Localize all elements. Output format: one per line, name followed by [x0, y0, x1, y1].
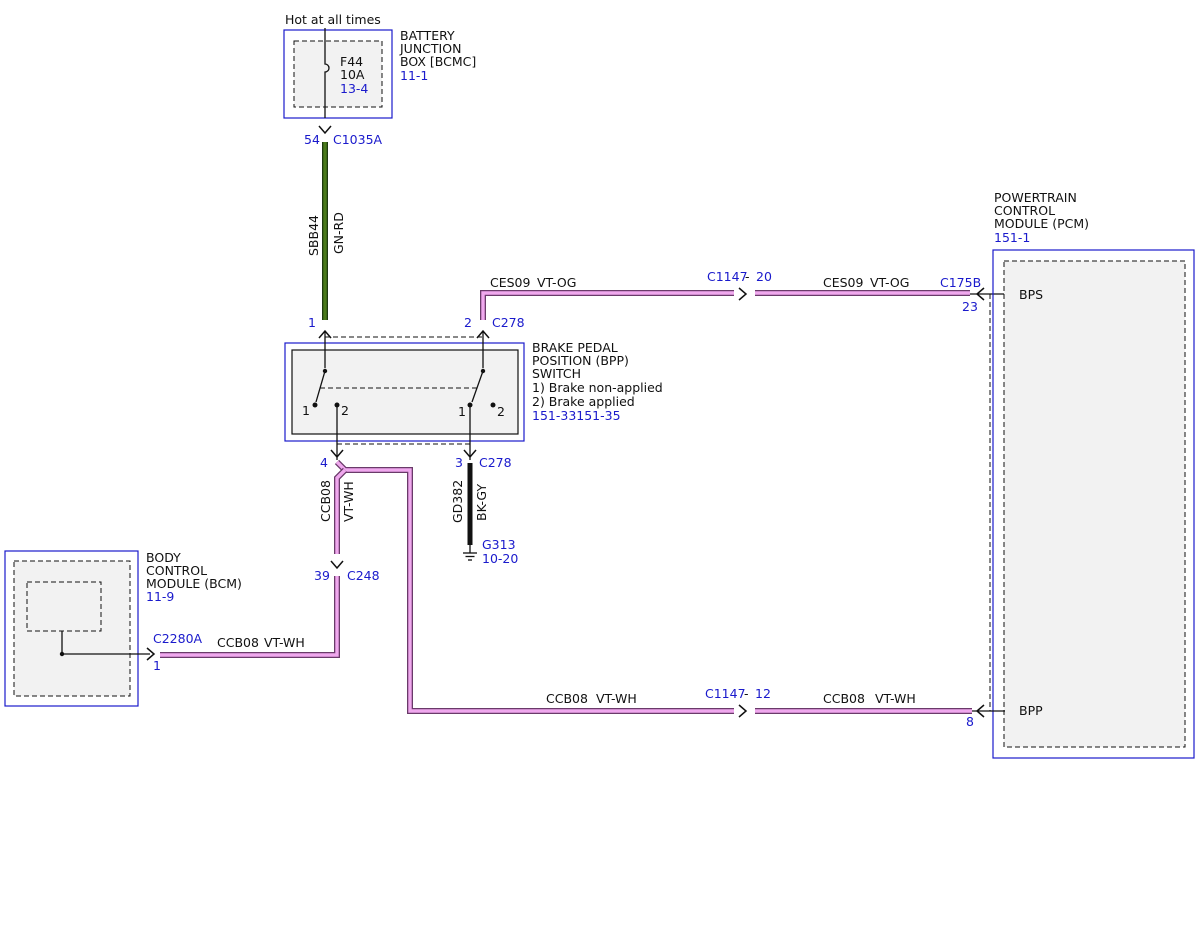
- bpp-right-contact-1: 1: [458, 404, 466, 419]
- bjb-name-line-3: BOX [BCMC]: [400, 54, 476, 69]
- c1147-top-pin: 20: [756, 269, 772, 284]
- c248-name[interactable]: C248: [347, 568, 380, 583]
- bpp-name-line-1: BRAKE PEDAL: [532, 340, 618, 355]
- bpp-pin-1: 1: [308, 315, 316, 330]
- c175b-pin: 23: [962, 299, 978, 314]
- bpp-left-contact-2: 2: [341, 403, 349, 418]
- ground-name[interactable]: G313: [482, 537, 516, 552]
- wire-sbb44-color: GN-RD: [331, 212, 346, 254]
- bpp-right-contact-2: 2: [497, 404, 505, 419]
- wire-ccb08-bcm[interactable]: [160, 576, 340, 658]
- wire-ccb08-vert-circuit: CCB08: [318, 480, 333, 522]
- bcm-name-line-3: MODULE (BCM): [146, 576, 242, 591]
- bpp-switch: 1 2 1 2: [284, 331, 525, 460]
- pcm-name-line-3: MODULE (PCM): [994, 216, 1089, 231]
- c1147-bottom-name[interactable]: C1147: [705, 686, 746, 701]
- bcm-ref[interactable]: 11-9: [146, 589, 174, 604]
- wire-ccb08-bcm-circuit: CCB08: [217, 635, 259, 650]
- bpp-name-line-4: 1) Brake non-applied: [532, 380, 663, 395]
- fuse-rating: 10A: [340, 67, 365, 82]
- bpp-pin-2: 2: [464, 315, 472, 330]
- wire-ccb08-low-b-circuit: CCB08: [823, 691, 865, 706]
- c1147-arrow-icon: [738, 287, 748, 301]
- wire-ccb08-low-a-color: VT-WH: [596, 691, 637, 706]
- pcm-pin-bpp: 8: [966, 714, 974, 729]
- wire-ces09-a[interactable]: [480, 290, 734, 320]
- pcm-module: [989, 249, 1195, 759]
- fuse-ref: 13-4: [340, 81, 368, 96]
- bpp-name-line-2: POSITION (BPP): [532, 353, 629, 368]
- c175b-name[interactable]: C175B: [940, 275, 981, 290]
- wire-ccb08-bcm-color: VT-WH: [264, 635, 305, 650]
- fuse-name: F44: [340, 54, 363, 69]
- pcm-bpp-label: BPP: [1019, 703, 1043, 718]
- bcm-module: [4, 550, 150, 707]
- wire-ces09-a-color: VT-OG: [537, 275, 576, 290]
- bpp-pin-4: 4: [320, 455, 328, 470]
- wire-ccb08-vertical[interactable]: [334, 459, 734, 714]
- bpp-pin-3: 3: [455, 455, 463, 470]
- ground-icon: [463, 545, 477, 561]
- pcm-name-line-2: CONTROL: [994, 203, 1055, 218]
- wire-ccb08-low-a-circuit: CCB08: [546, 691, 588, 706]
- wire-ces09-b-circuit: CES09: [823, 275, 864, 290]
- bcm-conn[interactable]: C2280A: [153, 631, 203, 646]
- bcm-name-line-1: BODY: [146, 550, 181, 565]
- bcm-name-line-2: CONTROL: [146, 563, 207, 578]
- c1147-bottom-pin: 12: [755, 686, 771, 701]
- bcm-pin: 1: [153, 658, 161, 673]
- bpp-conn-top[interactable]: C278: [492, 315, 525, 330]
- hot-at-all-times-label: Hot at all times: [285, 12, 381, 27]
- bjb-ref[interactable]: 11-1: [400, 68, 428, 83]
- c248-pin: 39: [314, 568, 330, 583]
- wire-ces09-a-circuit: CES09: [490, 275, 531, 290]
- c1147-bottom-sep: -: [744, 686, 749, 701]
- c1035a-name[interactable]: C1035A: [333, 132, 383, 147]
- bpp-ref[interactable]: 151-33151-35: [532, 408, 621, 423]
- c1147-top-name[interactable]: C1147: [707, 269, 748, 284]
- pcm-name-line-1: POWERTRAIN: [994, 190, 1077, 205]
- pcm-ref[interactable]: 151-1: [994, 230, 1030, 245]
- bpp-left-contact-1: 1: [302, 403, 310, 418]
- c1147-top-sep: -: [745, 269, 750, 284]
- pcm-bps-label: BPS: [1019, 287, 1043, 302]
- wire-ccb08-low-b-color: VT-WH: [875, 691, 916, 706]
- fuse-icon: [324, 41, 330, 118]
- bpp-name-line-5: 2) Brake applied: [532, 394, 635, 409]
- bjb-name-line-2: JUNCTION: [399, 41, 461, 56]
- bjb-name-line-1: BATTERY: [400, 28, 455, 43]
- wire-gd382-circuit: GD382: [450, 480, 465, 523]
- wire-ccb08-vert-color: VT-WH: [341, 481, 356, 522]
- ground-ref[interactable]: 10-20: [482, 551, 518, 566]
- wire-sbb44-circuit: SBB44: [306, 215, 321, 256]
- battery-junction-box: F44 10A 13-4 BATTERY JUNCTION BOX [BCMC]…: [283, 28, 476, 119]
- connector-arrow-icon: [318, 125, 332, 135]
- wire-ces09-b-color: VT-OG: [870, 275, 909, 290]
- bpp-conn-bottom[interactable]: C278: [479, 455, 512, 470]
- c1035a-pin: 54: [304, 132, 320, 147]
- wire-gd382-color: BK-GY: [474, 484, 489, 521]
- bpp-name-line-3: SWITCH: [532, 366, 581, 381]
